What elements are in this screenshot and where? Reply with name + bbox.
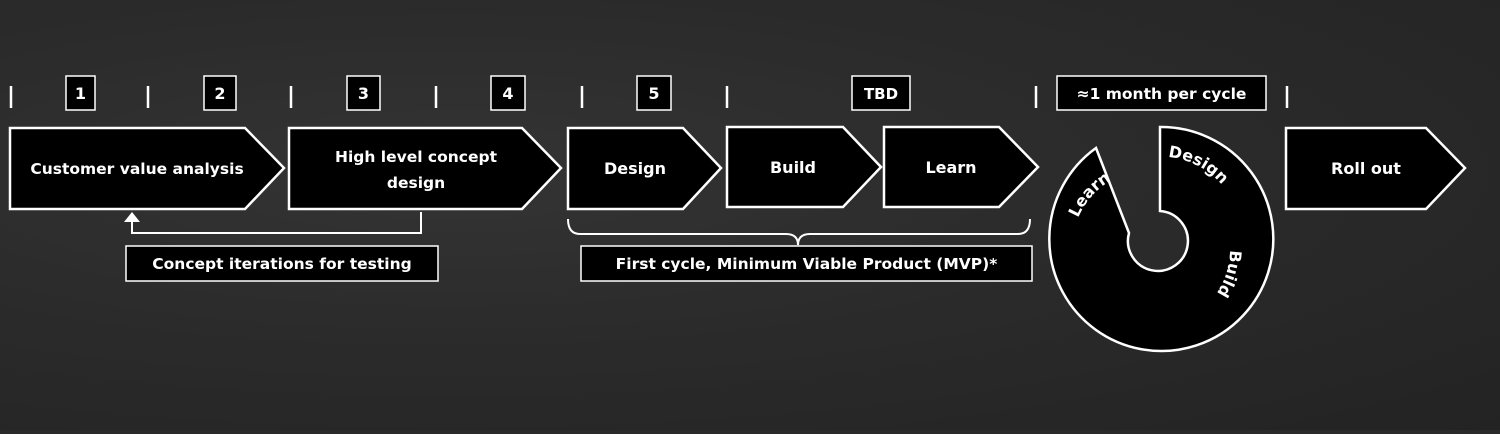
iteration-cycle-ring: Learn Design Build <box>1048 125 1275 353</box>
step-customer-value-analysis: Customer value analysis <box>8 126 286 211</box>
phase-number: TBD <box>864 85 898 103</box>
phase-label-4: 4 <box>490 75 526 111</box>
step-high-level-concept-design: High level concept design <box>287 126 563 211</box>
step-roll-out: Roll out <box>1284 126 1467 211</box>
step-design: Design <box>566 126 723 211</box>
step-learn: Learn <box>882 125 1040 209</box>
cycle-duration-text: ≈1 month per cycle <box>1077 85 1247 103</box>
step-label: Roll out <box>1331 159 1401 178</box>
cycle-duration-label: ≈1 month per cycle <box>1056 75 1267 111</box>
first-cycle-bracket <box>567 218 1031 246</box>
cycle-ring-shape <box>1048 125 1275 353</box>
phase-number: 1 <box>75 84 86 103</box>
phase-label-5: 5 <box>636 75 672 111</box>
step-label: Learn <box>925 158 976 177</box>
annotation-text: Concept iterations for testing <box>152 255 411 273</box>
step-label: Build <box>770 158 816 177</box>
concept-iterations-label: Concept iterations for testing <box>125 245 439 282</box>
phase-number: 2 <box>214 84 225 103</box>
step-label-line2: design <box>387 174 445 192</box>
phase-label-3: 3 <box>346 75 381 111</box>
timeline-ticks <box>9 86 1289 108</box>
step-label: Customer value analysis <box>30 160 243 178</box>
step-label-line1: High level concept <box>335 148 498 166</box>
phase-number: 3 <box>358 84 369 103</box>
phase-label-tbd: TBD <box>851 75 911 111</box>
step-label: Design <box>604 159 666 178</box>
annotation-text: First cycle, Minimum Viable Product (MVP… <box>616 255 998 273</box>
phase-number: 5 <box>648 84 659 103</box>
phase-number: 4 <box>502 84 513 103</box>
concept-iterations-arrow <box>124 212 422 234</box>
first-cycle-label: First cycle, Minimum Viable Product (MVP… <box>580 245 1033 282</box>
phase-label-2: 2 <box>203 75 237 111</box>
phase-label-1: 1 <box>65 75 96 111</box>
step-build: Build <box>725 125 883 209</box>
